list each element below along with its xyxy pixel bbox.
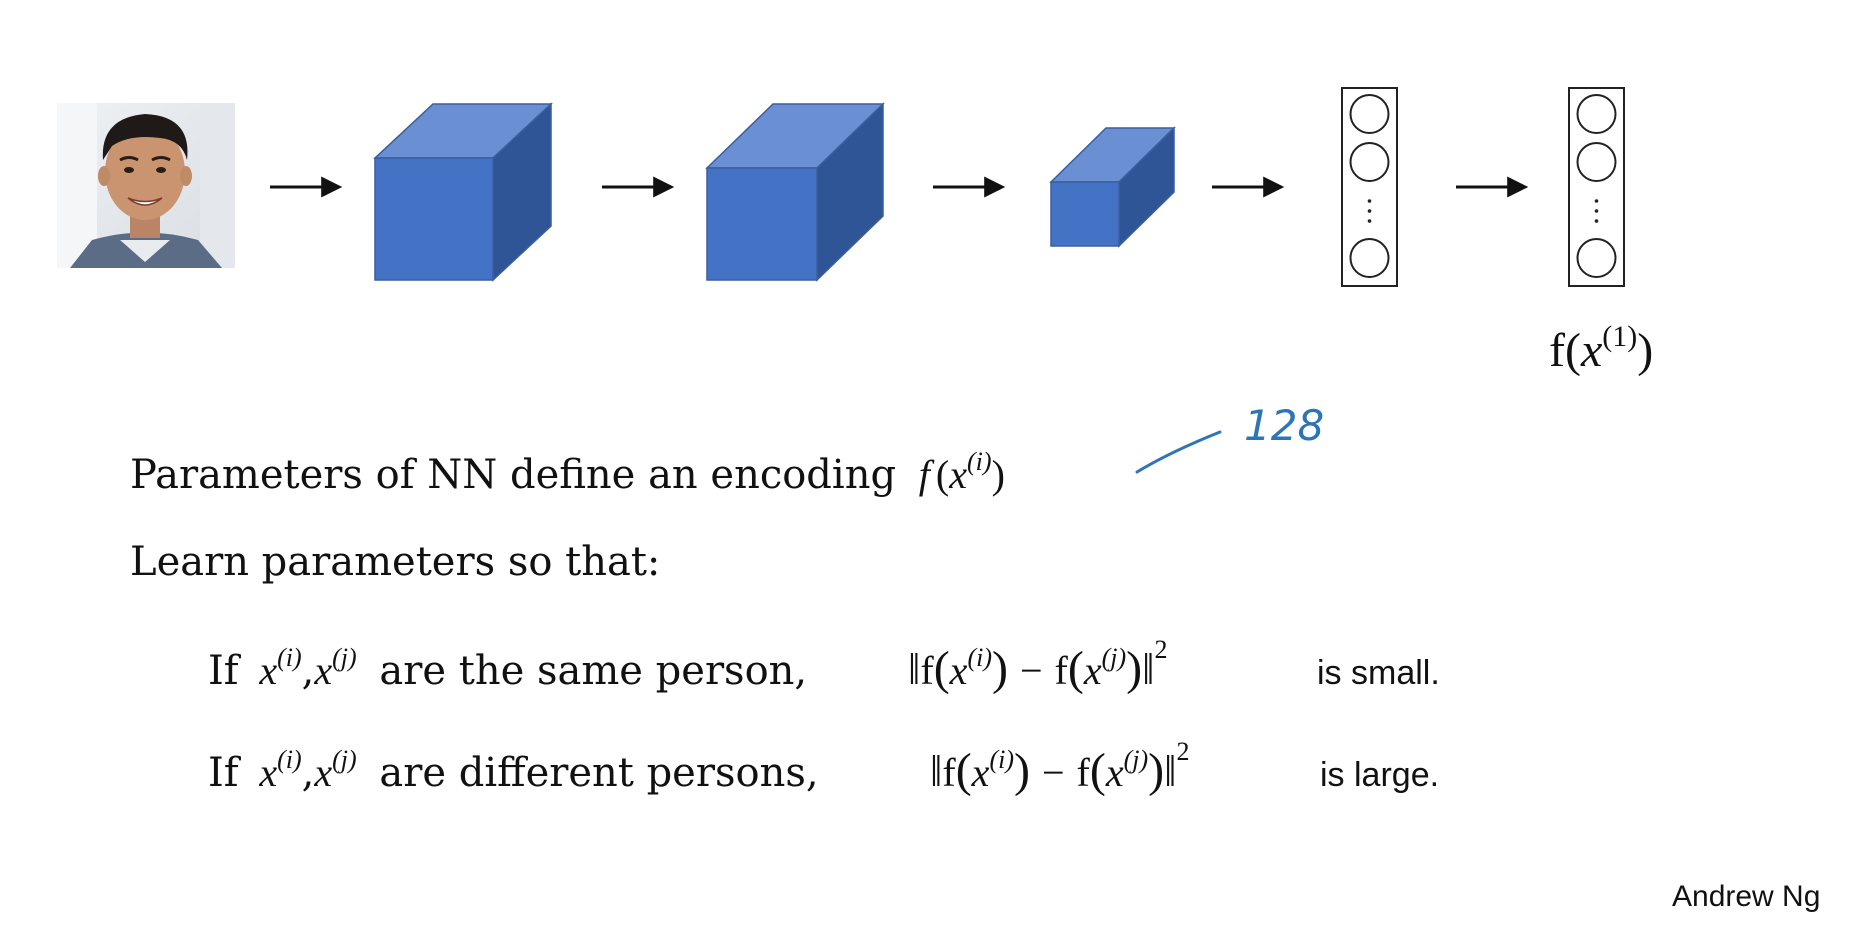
encoding-line: Parameters of NN define an encoding f(x(…	[130, 447, 1005, 498]
vertical-ellipsis-icon	[1594, 199, 1599, 223]
same-person-condition: If x(i),x(j) are the same person,	[208, 630, 807, 694]
volume-cube	[705, 102, 885, 282]
neuron-column	[1341, 87, 1398, 287]
different-person-condition: If x(i),x(j) are different persons,	[208, 732, 819, 796]
handwritten-note: 128	[1244, 401, 1324, 450]
author-credit: Andrew Ng	[1672, 880, 1820, 913]
large-result: is large.	[1320, 756, 1439, 794]
vertical-ellipsis-icon	[1367, 199, 1372, 223]
different-person-norm: ‖f(x(i))−f(x(j))‖2	[930, 737, 1190, 797]
volume-cube	[373, 102, 553, 282]
network-output-label: f(x(1))	[1549, 320, 1653, 377]
learn-line: Learn parameters so that:	[130, 539, 660, 585]
face-photo	[57, 103, 235, 268]
same-person-norm: ‖f(x(i))−f(x(j))‖2	[908, 635, 1168, 695]
volume-cube	[1049, 126, 1176, 248]
small-result: is small.	[1317, 654, 1440, 692]
neuron-column	[1568, 87, 1625, 287]
handwritten-stroke	[1135, 430, 1222, 474]
